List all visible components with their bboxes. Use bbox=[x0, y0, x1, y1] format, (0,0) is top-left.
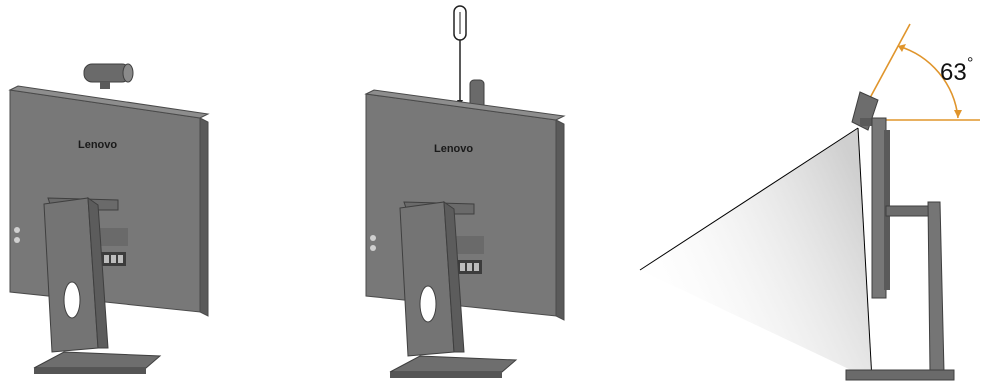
angle-value: 63 bbox=[940, 59, 967, 86]
figure-2-webcam-mounting: Lenovo bbox=[366, 6, 564, 378]
angle-unit: ° bbox=[967, 55, 973, 72]
figure-3-side-view: 63 ° bbox=[640, 24, 980, 380]
brand-logo-1: Lenovo bbox=[78, 139, 117, 151]
camera-view-cone bbox=[640, 128, 872, 380]
brand-logo-2: Lenovo bbox=[434, 143, 473, 155]
screwdriver-icon bbox=[454, 6, 466, 106]
figure-1-monitor-rear: Lenovo bbox=[10, 64, 208, 374]
webcam-icon bbox=[84, 64, 133, 89]
